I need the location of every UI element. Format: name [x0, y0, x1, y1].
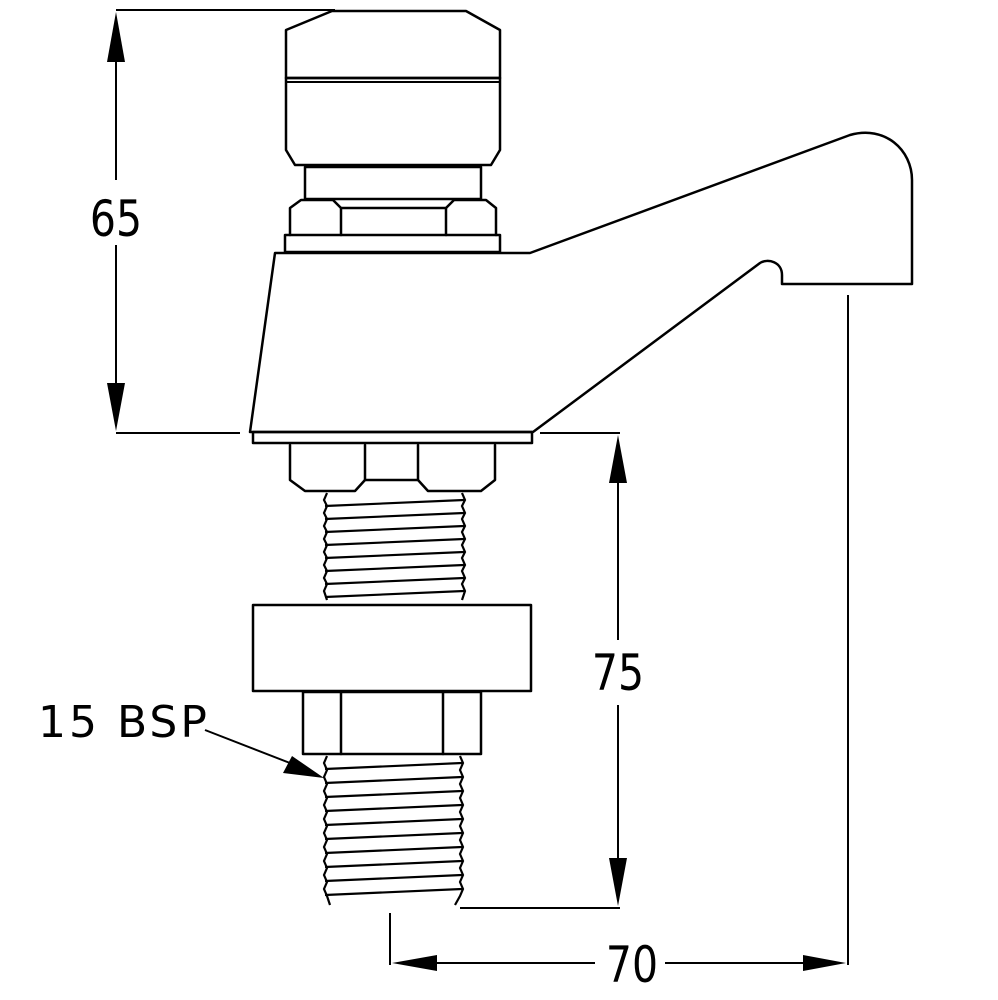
arrowhead-right: [803, 955, 846, 971]
dimension-height-65: 65: [90, 9, 335, 434]
arrowhead-down: [107, 383, 125, 431]
backnut: [301, 690, 483, 756]
callout-thread-size: 15 BSP: [38, 697, 324, 778]
thread-line: [324, 498, 465, 508]
arrowhead-up: [107, 12, 125, 62]
thread-line: [324, 537, 465, 547]
thread-line: [324, 831, 463, 841]
dimension-label-65: 65: [90, 190, 142, 248]
thread-line: [324, 887, 463, 897]
hex-nut-collar: [283, 165, 502, 254]
arrowhead-callout: [283, 756, 324, 778]
thread-size-label: 15 BSP: [38, 697, 210, 748]
thread-line: [324, 817, 463, 827]
upper-threaded-shank: [322, 492, 467, 601]
thread-line: [324, 511, 465, 521]
arrowhead-down: [609, 858, 627, 906]
thread-line: [324, 845, 463, 855]
thread-line: [324, 550, 465, 560]
arrowhead-up: [609, 435, 627, 483]
dimension-label-75: 75: [592, 644, 644, 702]
push-button-head: [284, 9, 502, 167]
thread-line: [324, 761, 463, 771]
lower-hex-nut: [288, 443, 497, 493]
thread-line: [324, 873, 463, 883]
dimension-projection-70: 70: [389, 295, 849, 994]
dimension-tail-75: 75: [460, 432, 644, 909]
lower-threaded-tail: [322, 755, 465, 906]
dimension-label-70: 70: [606, 936, 658, 994]
thread-line: [324, 775, 463, 785]
tap-body-spout: [248, 131, 914, 445]
thread-line: [324, 789, 463, 799]
thread-line: [324, 589, 465, 599]
thread-line: [324, 803, 463, 813]
thread-line: [324, 576, 465, 586]
arrowhead-left: [392, 955, 437, 971]
backnut-washer: [251, 603, 533, 693]
thread-line: [324, 563, 465, 573]
thread-line: [324, 859, 463, 869]
thread-line: [324, 524, 465, 534]
